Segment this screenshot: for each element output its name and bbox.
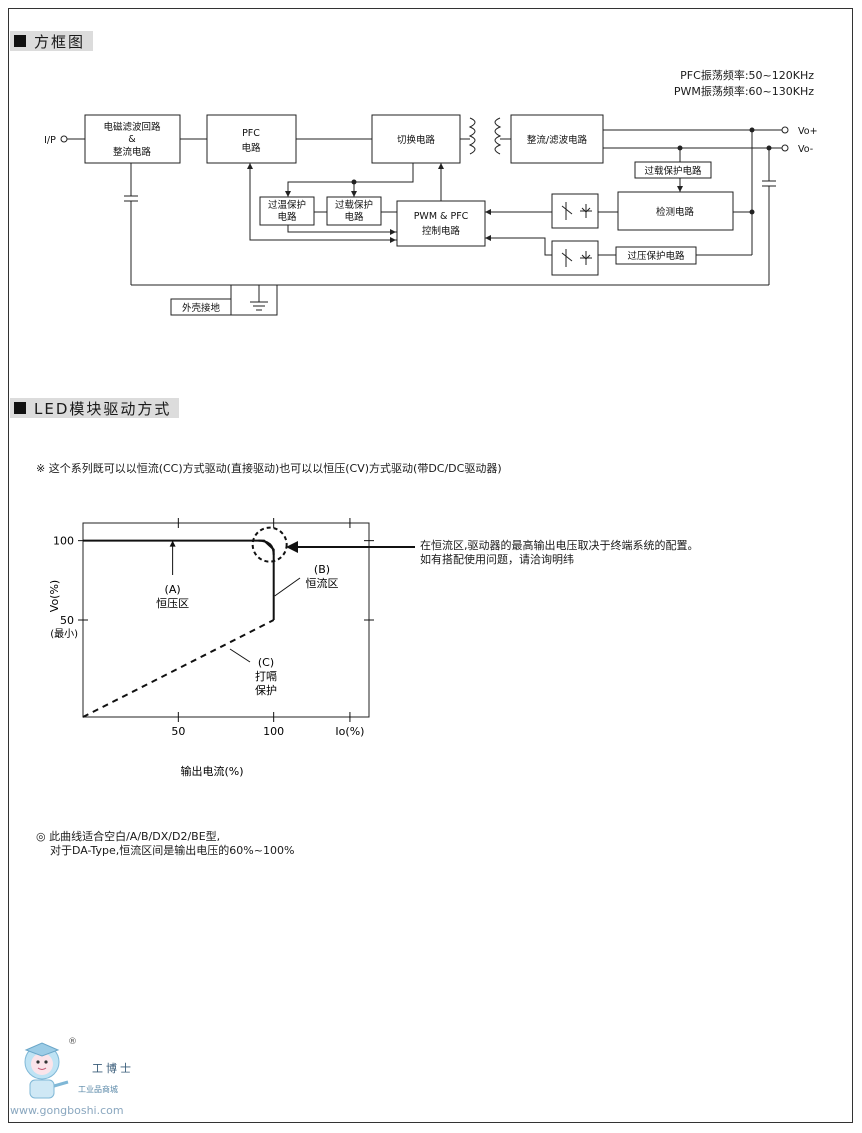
emi-label-amp: & [128,134,136,145]
annotation-line-1: 在恒流区,驱动器的最高输出电压取决于终端系统的配置。 [420,539,699,552]
detect-label: 检测电路 [656,206,695,218]
block-diagram-heading: 方框图 [10,31,94,51]
logo-tagline: 工业品商城 [78,1085,118,1094]
region-c-label-3: 保护 [255,683,277,697]
block-diagram: I/P 电磁滤波回路 & 整流电路 PFC 电路 切换电路 整流/滤波电路 Vo… [44,114,818,316]
block-diagram-title: 方框图 [34,32,86,51]
y-tick-label-50: 50 [60,614,74,627]
logo-name: 工博士 [92,1062,134,1075]
registered-mark: ® [68,1037,77,1047]
region-b-pointer [274,577,301,597]
square-bullet-icon [14,402,26,414]
ip-label: I/P [44,135,56,146]
emi-label-1: 电磁滤波回路 [103,121,161,133]
corner-curve [258,539,275,555]
otp-label-1: 过温保护 [268,199,306,211]
annotation-line-2: 如有搭配使用问题，请洽询明纬 [420,553,574,566]
mascot-icon [24,1042,69,1099]
pwm-label-1: PWM & PFC [414,211,469,222]
pwm-label-2: 控制电路 [422,225,461,237]
region-b-label-1: (B) [314,563,330,576]
region-a-label-1: (A) [165,583,181,596]
vo-minus-label: Vo- [798,144,813,155]
plot-frame [82,522,370,718]
y-axis-label: Vo(%) [48,580,61,612]
x-tick-label: 100 [263,725,284,738]
gongboshi-logo: ® 工博士 工业品商城 www.gongboshi.com [10,1037,150,1120]
annotation-arrow-head [286,541,298,553]
region-b-label-2: 恒流区 [306,576,339,590]
led-heading: LED模块驱动方式 [10,398,180,418]
applicability-note-1: ◎ 此曲线适合空白/A/B/DX/D2/BE型, [36,830,221,843]
vo-plus-label: Vo+ [798,126,818,137]
x-tick-label: Io(%) [335,725,364,738]
logo-url: www.gongboshi.com [10,1104,124,1117]
olp-label-2: 电路 [344,211,364,223]
pwm-frequency: PWM振荡频率:60~130KHz [673,85,814,98]
led-title: LED模块驱动方式 [34,399,172,418]
y-tick-label-min: (最小) [50,628,78,640]
led-intro: ※ 这个系列既可以以恒流(CC)方式驱动(直接驱动)也可以以恒压(CV)方式驱动… [36,462,502,475]
series-line-1 [82,619,275,718]
region-c-label-1: (C) [258,656,274,669]
page-frame [8,8,853,1123]
region-c-label-2: 打嗝 [255,669,277,683]
olp-label-1: 过载保护 [335,199,373,211]
pfc-frequency: PFC振荡频率:50~120KHz [680,69,814,82]
x-tick-label: 50 [171,725,185,738]
rect-label: 整流/滤波电路 [527,134,588,146]
switch-label: 切换电路 [397,134,436,146]
y-tick-label-100: 100 [53,535,74,548]
highlight-circle [251,526,288,563]
x-axis-label: 输出电流(%) [180,764,243,778]
otp-label-2: 电路 [277,211,297,223]
region-c-pointer [229,648,251,663]
region-a-label-2: 恒压区 [156,597,189,610]
pfc-label-2: 电路 [241,142,261,154]
region-a-arrow [169,540,176,547]
overload-top-label: 过载保护电路 [644,165,702,177]
square-bullet-icon [14,35,26,47]
emi-label-2: 整流电路 [113,146,152,158]
applicability-note-2: 对于DA-Type,恒流区间是输出电压的60%~100% [50,844,295,857]
pfc-label-1: PFC [242,128,260,139]
ovp-label: 过压保护电路 [627,250,685,262]
case-ground-label: 外壳接地 [182,302,221,314]
